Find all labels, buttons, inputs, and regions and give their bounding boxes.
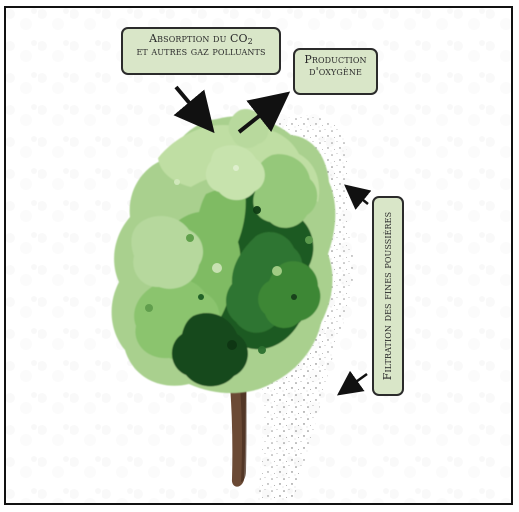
tree-trunk-shadow — [238, 366, 247, 482]
absorption-label-text: Absorption du CO — [149, 32, 248, 45]
dust-arrow-lower — [336, 370, 368, 396]
oxygen-arrow — [237, 91, 291, 134]
leaf-speckles — [145, 165, 313, 354]
oxygen-production-label: Production d'oxygène — [293, 48, 378, 95]
dust-arrow-upper — [344, 184, 372, 210]
absorption-label-line-1: Absorption du CO2 — [127, 33, 275, 46]
dust-filtration-label-text: Filtration des fines poussières — [381, 211, 395, 381]
co2-subscript: 2 — [247, 37, 253, 46]
absorption-label: Absorption du CO2 et autres gaz polluant… — [121, 27, 281, 75]
diagram-frame: Absorption du CO2 et autres gaz polluant… — [4, 6, 513, 505]
absorption-label-line-2: et autres gaz polluants — [136, 45, 266, 59]
dust-filtration-label: Filtration des fines poussières — [372, 196, 404, 396]
absorption-arrow — [173, 85, 215, 134]
oxygen-production-label-line-1: Production — [304, 53, 367, 66]
oxygen-production-label-line-2: d'oxygène — [309, 64, 362, 78]
tree-illustration — [6, 8, 511, 503]
tree-canopy — [111, 109, 336, 394]
